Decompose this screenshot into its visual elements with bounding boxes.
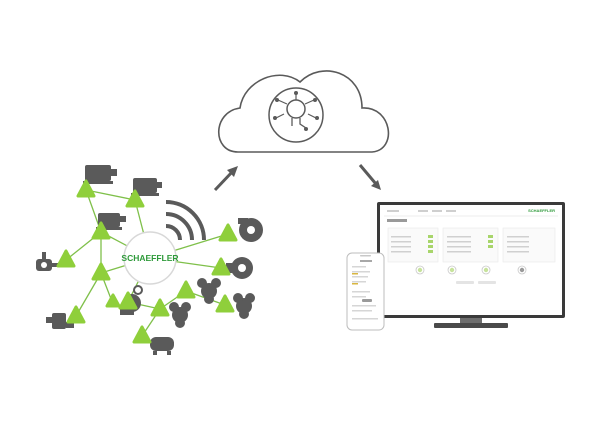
pump-icon (226, 257, 253, 279)
sensor-icon (91, 262, 111, 281)
sensor-icon (118, 291, 138, 310)
sensor-icon (150, 298, 170, 317)
sensor-icon (211, 257, 231, 276)
monitor-brand-label: SCHAEFFLER (528, 208, 555, 213)
compressor-icon (169, 302, 191, 328)
fan-icon (238, 218, 263, 242)
valve-icon (36, 252, 60, 271)
monitor-device: SCHAEFFLER (377, 202, 565, 328)
sensor-icon (66, 305, 86, 324)
sensor-icon (176, 280, 196, 299)
wireless-signal-icon (165, 200, 206, 241)
motor-icon (131, 178, 162, 196)
cloud-outline (217, 70, 390, 153)
arrow-to-cloud (213, 166, 238, 192)
sensor-icon (105, 293, 121, 308)
motor-icon (83, 165, 117, 184)
lightbulb-circuit-icon (268, 87, 324, 143)
sensor-icon (218, 223, 238, 242)
gateway-hub: SCHAEFFLER (121, 231, 179, 285)
monitor-stand (434, 323, 508, 328)
pump-icon (96, 213, 126, 230)
sensor-icon (91, 221, 111, 240)
cloud-node (217, 70, 390, 153)
hub-brand-label: SCHAEFFLER (121, 253, 178, 263)
gearbox-icon (46, 313, 74, 329)
sensor-icon (56, 249, 76, 268)
compressor-icon (197, 278, 221, 304)
compressor-icon (233, 293, 255, 319)
monitor-neck (460, 318, 482, 323)
arrow-to-devices (358, 164, 381, 190)
tank-icon (150, 337, 174, 355)
sensor-icon (132, 325, 152, 344)
sensor-icon (76, 179, 96, 198)
smartphone-device (346, 252, 385, 331)
sensor-icon (125, 189, 145, 208)
sensor-icon (215, 294, 235, 313)
